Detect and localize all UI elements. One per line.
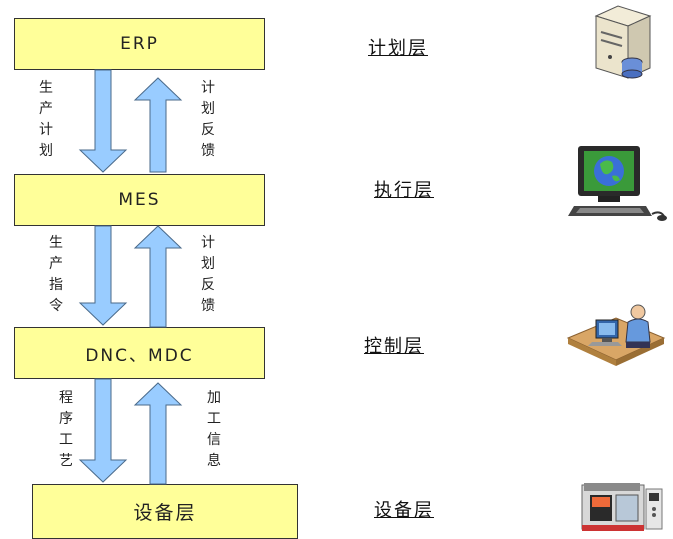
- operator-icon: [566, 304, 666, 366]
- arrow-down-command: [78, 225, 128, 326]
- computer-icon: [568, 146, 667, 221]
- arrow-label-machining-info: 加工信息: [207, 390, 221, 469]
- arrow-up-plan-feedback: [133, 77, 183, 173]
- layer-name-device: 设备层: [374, 500, 434, 521]
- erp-box: ERP: [14, 18, 265, 70]
- erp-label: ERP: [120, 34, 159, 54]
- layer-name-exec: 执行层: [374, 180, 434, 201]
- arrow-up-machining-info: [133, 382, 183, 485]
- mes-label: MES: [118, 190, 161, 210]
- arrow-label-plan-feedback-2: 计划反馈: [201, 235, 215, 314]
- arrow-down-process: [78, 378, 128, 483]
- arrow-label-plan-feedback-1: 计划反馈: [201, 80, 215, 159]
- server-icon: [594, 5, 652, 79]
- machine-tool-icon: [581, 483, 663, 531]
- arrow-label-production-plan: 生产计划: [39, 80, 53, 159]
- mes-box: MES: [14, 174, 265, 226]
- arrow-label-program-process: 程序工艺: [59, 390, 73, 469]
- dnc-mdc-box: DNC、MDC: [14, 327, 265, 379]
- device-label: 设备层: [133, 502, 197, 524]
- dnc-mdc-label: DNC、MDC: [85, 345, 194, 366]
- arrow-label-production-command: 生产指令: [49, 235, 63, 314]
- arrow-down-plan: [78, 69, 128, 173]
- arrow-up-command-feedback: [133, 225, 183, 328]
- layer-name-plan: 计划层: [368, 38, 428, 59]
- layer-name-control: 控制层: [364, 336, 424, 357]
